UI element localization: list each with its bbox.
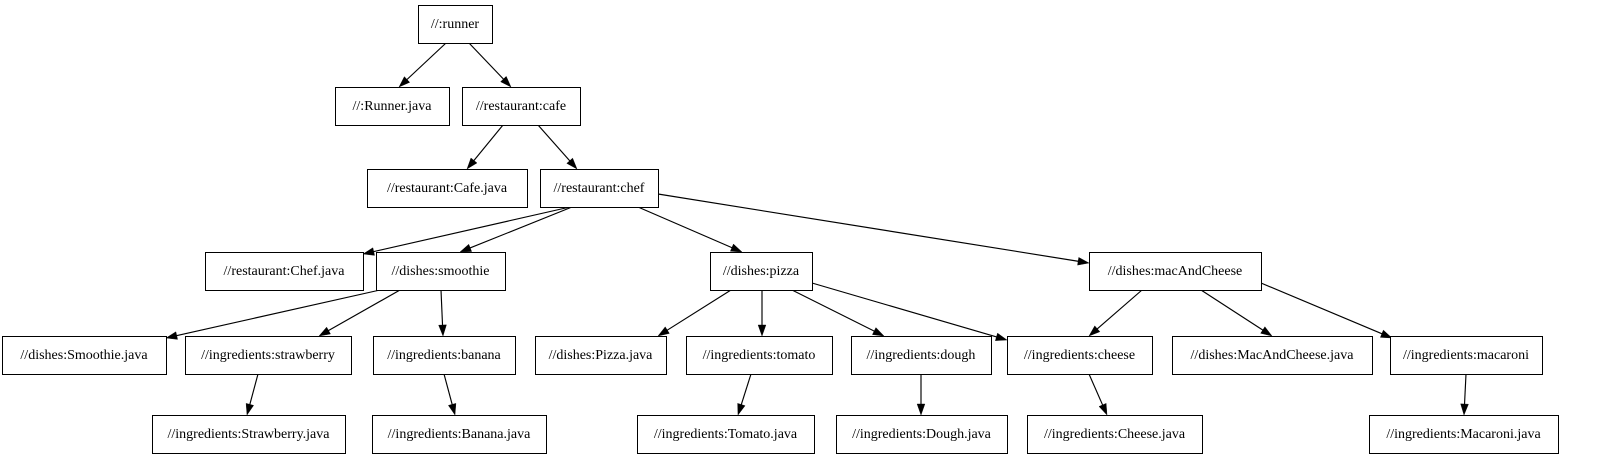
graph-node-macandcheese_java[interactable]: //dishes:MacAndCheese.java	[1172, 336, 1373, 375]
graph-edge	[443, 373, 457, 416]
graph-edge	[1088, 289, 1143, 337]
graph-node-label: //restaurant:Cafe.java	[387, 181, 508, 196]
graph-node-label: //ingredients:macaroni	[1403, 348, 1529, 363]
graph-node-label: //dishes:Pizza.java	[549, 348, 654, 363]
graph-edge	[438, 289, 447, 337]
graph-edge	[318, 289, 401, 337]
graph-edge	[459, 206, 573, 253]
graph-node-label: //ingredients:Strawberry.java	[168, 427, 331, 442]
graph-node-dough_java[interactable]: //ingredients:Dough.java	[836, 415, 1008, 454]
graph-node-dishes_macandcheese[interactable]: //dishes:macAndCheese	[1089, 252, 1262, 291]
graph-node-label: //dishes:MacAndCheese.java	[1191, 348, 1355, 363]
graph-edge	[245, 373, 259, 416]
graph-edge	[398, 42, 447, 88]
graph-edge	[657, 193, 1090, 266]
graph-node-ing_banana[interactable]: //ingredients:banana	[373, 336, 516, 375]
graph-edge	[657, 289, 732, 337]
graph-node-label: //ingredients:strawberry	[201, 348, 335, 363]
graph-node-ing_tomato[interactable]: //ingredients:tomato	[686, 336, 833, 375]
graph-node-label: //ingredients:dough	[867, 348, 976, 363]
graph-node-ing_dough[interactable]: //ingredients:dough	[851, 336, 992, 375]
graph-node-label: //ingredients:banana	[387, 348, 501, 363]
graph-node-runner[interactable]: //:runner	[418, 5, 493, 44]
graph-edge	[466, 124, 504, 170]
graph-node-restaurant_chef[interactable]: //restaurant:chef	[540, 169, 659, 208]
graph-node-ing_cheese[interactable]: //ingredients:cheese	[1007, 336, 1153, 375]
graph-node-label: //dishes:smoothie	[392, 264, 490, 279]
graph-edge	[811, 282, 1008, 341]
graph-node-label: //dishes:pizza	[723, 264, 800, 279]
graph-edge	[791, 289, 885, 337]
graph-node-label: //restaurant:cafe	[476, 99, 566, 114]
graph-node-tomato_java[interactable]: //ingredients:Tomato.java	[637, 415, 815, 454]
graph-edge	[165, 289, 381, 340]
graph-node-label: //ingredients:cheese	[1024, 348, 1135, 363]
graph-node-label: //restaurant:Chef.java	[224, 264, 346, 279]
graph-node-ing_macaroni[interactable]: //ingredients:macaroni	[1390, 336, 1543, 375]
graph-node-restaurant_cafe[interactable]: //restaurant:cafe	[462, 87, 581, 126]
graph-node-label: //ingredients:Tomato.java	[654, 427, 798, 442]
graph-node-ing_strawberry[interactable]: //ingredients:strawberry	[185, 336, 352, 375]
graph-edge	[757, 290, 767, 337]
graph-node-cafe_java[interactable]: //restaurant:Cafe.java	[367, 169, 528, 208]
graph-node-label: //dishes:Smoothie.java	[20, 348, 148, 363]
graph-node-smoothie_java[interactable]: //dishes:Smoothie.java	[2, 336, 167, 375]
graph-edge	[537, 124, 578, 170]
node-layer: //:runner //:Runner.java //restaurant:cafe…	[2, 5, 1559, 454]
graph-node-macaroni_java[interactable]: //ingredients:Macaroni.java	[1369, 415, 1559, 454]
graph-edge	[1460, 373, 1469, 416]
graph-node-label: //ingredients:tomato	[703, 348, 816, 363]
graph-node-dishes_pizza[interactable]: //dishes:pizza	[710, 252, 813, 291]
graph-node-label: //:runner	[431, 17, 480, 32]
graph-edge	[1088, 373, 1108, 416]
graph-node-strawberry_java[interactable]: //ingredients:Strawberry.java	[152, 415, 346, 454]
graph-node-label: //ingredients:Macaroni.java	[1386, 427, 1541, 442]
graph-edge	[637, 206, 743, 253]
graph-node-label: //ingredients:Dough.java	[852, 427, 992, 442]
graph-node-cheese_java[interactable]: //ingredients:Cheese.java	[1027, 415, 1203, 454]
graph-node-label: //:Runner.java	[353, 99, 433, 114]
graph-edge	[362, 206, 571, 256]
graph-node-label: //dishes:macAndCheese	[1108, 264, 1243, 279]
graph-edge	[737, 373, 752, 416]
graph-edge	[1200, 289, 1273, 337]
graph-edge	[468, 42, 512, 88]
graph-node-label: //restaurant:chef	[554, 181, 645, 196]
graph-node-label: //ingredients:Cheese.java	[1044, 427, 1186, 442]
graph-edge	[1260, 282, 1393, 339]
graph-node-runner_java[interactable]: //:Runner.java	[335, 87, 450, 126]
graph-edge	[916, 374, 926, 416]
edge-layer	[165, 42, 1469, 416]
graph-node-banana_java[interactable]: //ingredients:Banana.java	[372, 415, 547, 454]
graph-node-dishes_smoothie[interactable]: //dishes:smoothie	[376, 252, 506, 291]
graph-node-label: //ingredients:Banana.java	[388, 427, 531, 442]
graph-node-pizza_java[interactable]: //dishes:Pizza.java	[535, 336, 667, 375]
graph-node-chef_java[interactable]: //restaurant:Chef.java	[205, 252, 364, 291]
